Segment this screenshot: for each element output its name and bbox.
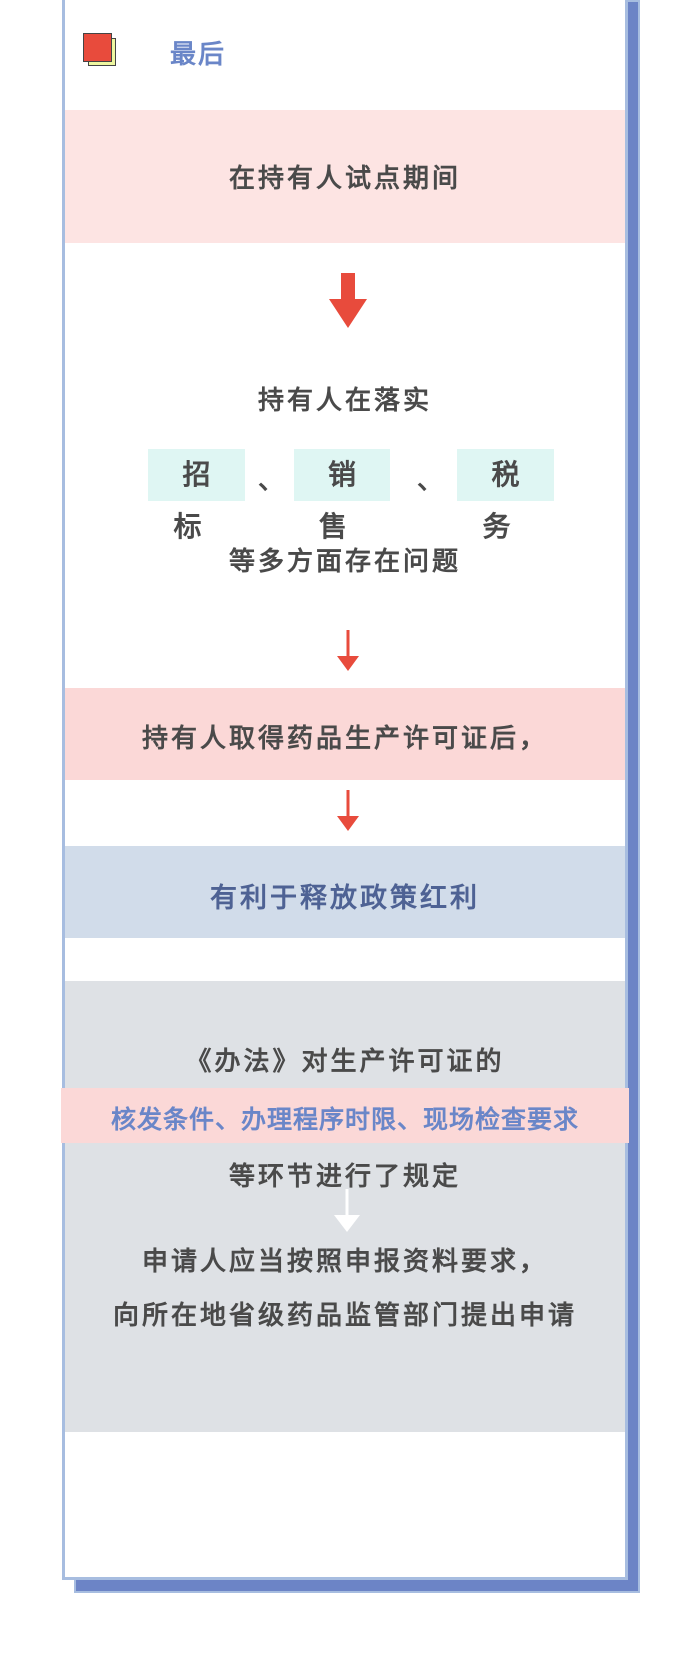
tag-tax: 税务 xyxy=(457,449,554,543)
step-pilot-text: 在持有人试点期间 xyxy=(228,164,461,194)
step-license-text: 持有人取得药品生产许可证后， xyxy=(141,724,548,754)
step-box-pilot: 在持有人试点期间 xyxy=(65,110,625,243)
tag-bidding: 招标 xyxy=(148,449,245,543)
step-implement-text: 持有人在落实 xyxy=(257,386,432,416)
regulation-highlight-band: 核发条件、办理程序时限、现场检查要求 xyxy=(61,1088,629,1143)
card-body: 在持有人试点期间 持有人在落实 招标 、 销售 、 税务 等多方面存在问题 持有… xyxy=(61,0,629,1580)
regulation-line4: 申请人应当按照申报资料要求， xyxy=(141,1247,548,1277)
regulation-line5: 向所在地省级药品监管部门提出申请 xyxy=(112,1301,577,1331)
down-arrow-icon xyxy=(337,790,359,831)
down-arrow-icon xyxy=(329,273,367,328)
down-arrow-icon xyxy=(337,630,359,671)
regulation-highlight-text: 核发条件、办理程序时限、现场检查要求 xyxy=(110,1105,579,1134)
stacked-squares-icon xyxy=(83,33,112,62)
section-title: 最后 xyxy=(170,40,227,70)
step-benefit-text: 有利于释放政策红利 xyxy=(210,883,480,914)
separator: 、 xyxy=(258,466,285,496)
tag-sales: 销售 xyxy=(294,449,390,543)
regulation-line1: 《办法》对生产许可证的 xyxy=(185,1047,505,1077)
down-arrow-icon xyxy=(334,1189,360,1232)
regulation-box: 《办法》对生产许可证的 核发条件、办理程序时限、现场检查要求 等环节进行了规定 … xyxy=(61,981,629,1432)
step-box-license: 持有人取得药品生产许可证后， xyxy=(65,688,625,780)
step-box-benefit: 有利于释放政策红利 xyxy=(65,846,625,938)
regulation-line3: 等环节进行了规定 xyxy=(228,1162,461,1192)
separator: 、 xyxy=(417,466,444,496)
step-issues-text: 等多方面存在问题 xyxy=(228,547,461,577)
